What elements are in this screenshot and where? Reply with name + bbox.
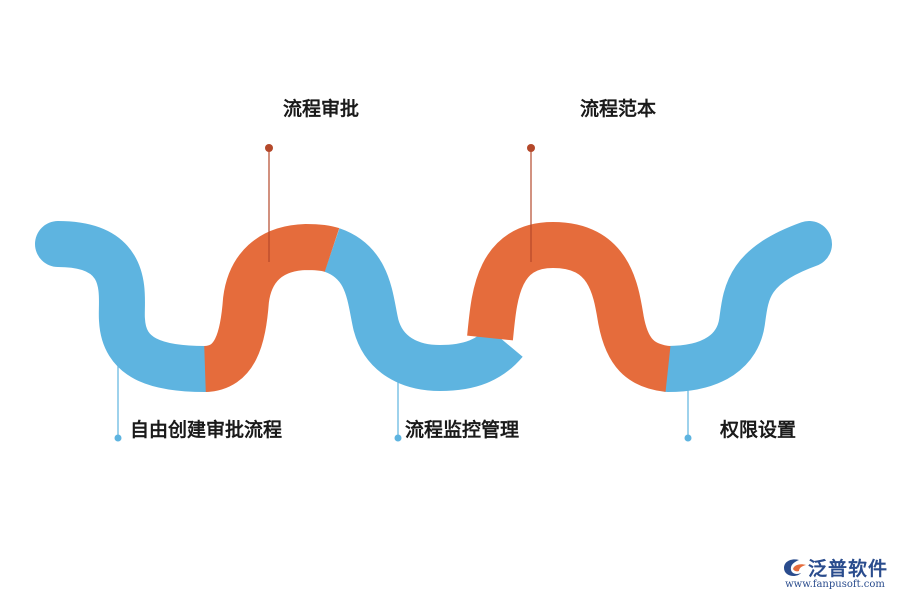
brand-name: 泛普软件 [807,558,888,580]
connector-dot-top-2 [527,144,535,152]
label-process-template: 流程范本 [580,98,657,120]
wave-segment-blue-1 [35,221,228,392]
wave-segment-orange-1 [202,223,340,392]
wave-segment-orange-2 [467,221,672,392]
connector-dot-top-1 [265,144,273,152]
brand-url: www.fanpusoft.com [785,579,885,590]
brand-watermark: 泛普软件 www.fanpusoft.com [782,554,888,590]
label-process-approval: 流程审批 [283,98,360,120]
label-free-create-approval: 自由创建审批流程 [130,419,283,441]
connector-dot-bottom-1 [114,434,122,442]
label-process-monitoring: 流程监控管理 [405,419,520,441]
wave-segment-blue-3 [645,221,832,392]
connector-dot-bottom-2 [394,434,402,442]
fanpu-logo-icon [783,558,806,576]
connector-dot-bottom-3 [684,434,692,442]
wave-segment-blue-2 [322,228,523,392]
label-permission-settings: 权限设置 [720,419,797,441]
